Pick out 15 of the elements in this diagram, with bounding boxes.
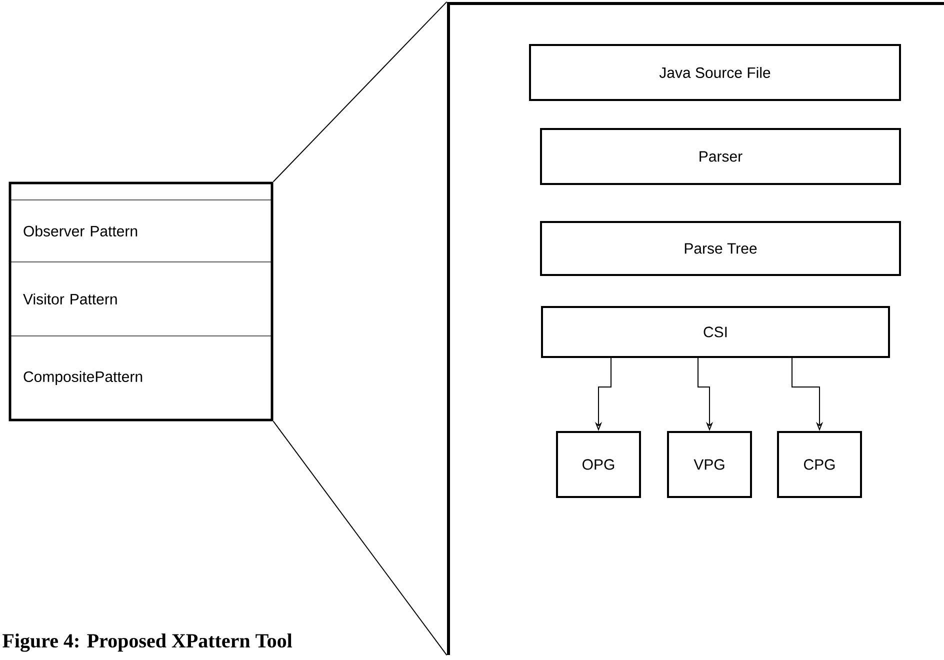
process-box: OPG [556,430,641,498]
process-box: Parser [540,128,901,185]
list-row: Observer Pattern [24,225,138,236]
list-box [8,182,274,422]
process-box: Parse Tree [540,220,901,276]
figure-caption: Figure 4: Proposed XPattern Tool [2,634,292,652]
process-box: CPG [777,430,862,498]
list-row: Visitor Pattern [23,293,117,304]
zoom-line [272,420,448,656]
zoom-line [272,1,448,182]
list-row: CompositePattern [24,371,142,385]
panel-frame [447,2,944,655]
process-box: CSI [541,306,890,358]
process-box: Java Source File [529,44,901,101]
process-box: VPG [667,430,752,498]
